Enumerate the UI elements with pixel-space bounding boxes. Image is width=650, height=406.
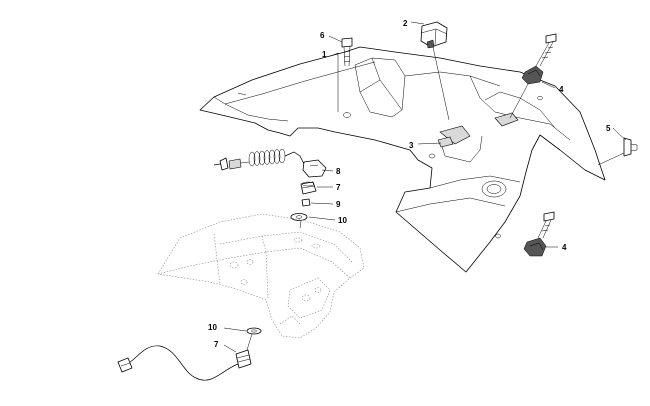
callout-7-lower: 7	[214, 340, 219, 349]
callout-5: 5	[606, 124, 611, 133]
leader-lines	[223, 21, 627, 353]
callout-7-upper: 7	[336, 183, 341, 192]
taillight-housing	[420, 21, 448, 49]
screw-part-6	[341, 37, 353, 67]
switch-part-7-lower	[235, 349, 252, 369]
spring-harness	[213, 148, 327, 178]
callout-labels: 1 2 3 4 4 5 6 7 7 8 9 10 10	[208, 19, 611, 349]
callout-10-upper: 10	[338, 216, 347, 225]
callout-4-lower: 4	[562, 243, 567, 252]
callout-4-upper: 4	[559, 85, 564, 94]
screw-lower	[537, 211, 555, 239]
callout-2: 2	[403, 19, 408, 28]
push-rivet	[623, 137, 638, 157]
washer-part-10-upper	[290, 213, 308, 221]
callout-8: 8	[336, 167, 341, 176]
clip-part-3	[437, 136, 454, 148]
callout-6: 6	[320, 31, 325, 40]
nut-part-9	[301, 198, 311, 207]
bumper-part-7-upper	[300, 181, 317, 195]
switch-cable	[117, 345, 239, 381]
callout-10-lower: 10	[208, 323, 217, 332]
coil-spring	[248, 148, 286, 167]
washer-part-10-lower	[246, 327, 262, 335]
rear-body-panel	[199, 46, 606, 273]
chassis-outline	[157, 213, 365, 339]
callout-3: 3	[409, 141, 414, 150]
clip-nut-upper	[521, 65, 544, 85]
screw-upper	[535, 33, 557, 67]
callout-9: 9	[336, 200, 341, 209]
clip-nut-lower	[523, 237, 547, 257]
callout-1: 1	[322, 50, 327, 59]
